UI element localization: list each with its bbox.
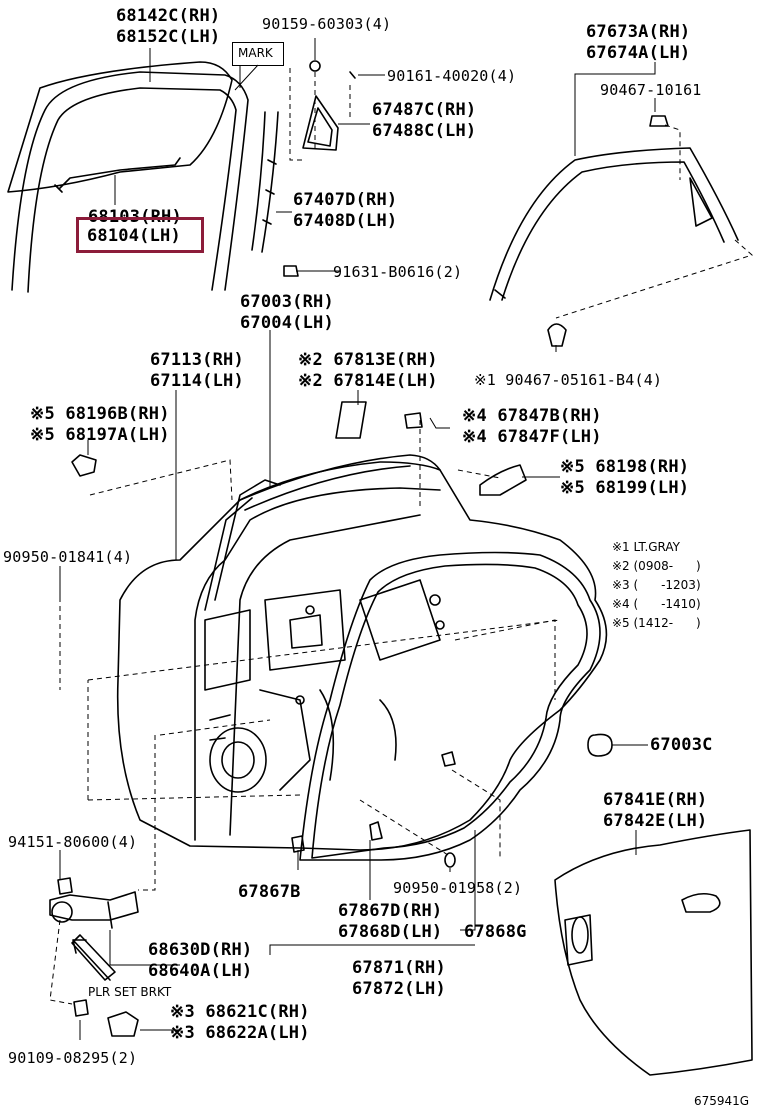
part-67841e[interactable]: 67841E(RH) [603,790,708,810]
part-67872[interactable]: 67872(LH) [352,979,446,999]
door-outer-panel [116,461,608,851]
part-90159[interactable]: 90159-60303(4) [262,15,392,33]
part-67847f[interactable]: ※4 67847F(LH) [462,427,602,447]
legend-2: ※2 (0908- ) [612,559,701,573]
part-67113[interactable]: 67113(RH) [150,350,244,370]
part-68152c[interactable]: 68152C(LH) [116,27,221,47]
door-glass [7,61,233,193]
part-90950b[interactable]: 90950-01958(2) [393,879,523,897]
door-weatherstrip [299,551,601,861]
door-check [49,891,139,929]
mark-note: MARK [238,46,273,60]
part-68104[interactable]: 68104(LH) [87,226,181,247]
legend-4: ※4 ( -1410) [612,597,701,611]
part-67813e[interactable]: ※2 67813E(RH) [298,350,438,370]
part-67867b[interactable]: 67867B [238,882,301,902]
part-67487c[interactable]: 67487C(RH) [372,100,477,120]
part-67867d[interactable]: 67867D(RH) [338,901,443,921]
part-68196b[interactable]: ※5 68196B(RH) [30,404,170,424]
part-90161[interactable]: 90161-40020(4) [387,67,517,85]
part-90467b[interactable]: ※1 90467-05161-B4(4) [474,371,663,389]
part-67871[interactable]: 67871(RH) [352,958,446,978]
part-90467a[interactable]: 90467-10161 [600,81,702,99]
legend-5: ※5 (1412- ) [612,616,701,630]
part-68142c[interactable]: 68142C(RH) [116,6,221,26]
part-67488c[interactable]: 67488C(LH) [372,121,477,141]
part-67408d[interactable]: 67408D(LH) [293,211,398,231]
part-67003[interactable]: 67003(RH) [240,292,334,312]
quarter-window-piece [302,95,339,151]
part-90950a[interactable]: 90950-01841(4) [3,548,133,566]
part-67814e[interactable]: ※2 67814E(LH) [298,371,438,391]
part-68199[interactable]: ※5 68199(LH) [560,478,690,498]
glass-run-right [489,147,739,301]
legend-1: ※1 LT.GRAY [612,540,681,554]
part-91631[interactable]: 91631-B0616(2) [333,263,463,281]
door-inner-panel [204,579,445,793]
door-trim-liner [554,829,753,1076]
part-67003c[interactable]: 67003C [650,735,713,755]
highlight-68104 [76,217,204,253]
part-68622a[interactable]: ※3 68622A(LH) [170,1023,310,1043]
part-67868g[interactable]: 67868G [464,922,527,942]
part-67673a[interactable]: 67673A(RH) [586,22,691,42]
part-67114[interactable]: 67114(LH) [150,371,244,391]
part-67004[interactable]: 67004(LH) [240,313,334,333]
legend-3: ※3 ( -1203) [612,578,701,592]
part-68197a[interactable]: ※5 68197A(LH) [30,425,170,445]
plr-set-brkt-note: PLR SET BRKT [88,985,172,999]
part-68630d[interactable]: 68630D(RH) [148,940,253,960]
part-68621c[interactable]: ※3 68621C(RH) [170,1002,310,1022]
glass-run-channel [11,71,249,293]
part-68198[interactable]: ※5 68198(RH) [560,457,690,477]
part-67407d[interactable]: 67407D(RH) [293,190,398,210]
part-67842e[interactable]: 67842E(LH) [603,811,708,831]
legend: ※1 LT.GRAY ※2 (0908- ) ※3 ( -1203) ※4 ( … [612,538,752,638]
mark-box [232,42,284,66]
part-67847b[interactable]: ※4 67847B(RH) [462,406,602,426]
drawing-number: 675941G [694,1094,750,1108]
part-94151[interactable]: 94151-80600(4) [8,833,138,851]
division-bar [251,111,279,253]
part-90109[interactable]: 90109-08295(2) [8,1049,138,1067]
part-67868d[interactable]: 67868D(LH) [338,922,443,942]
part-67674a[interactable]: 67674A(LH) [586,43,691,63]
part-68640a[interactable]: 68640A(LH) [148,961,253,981]
